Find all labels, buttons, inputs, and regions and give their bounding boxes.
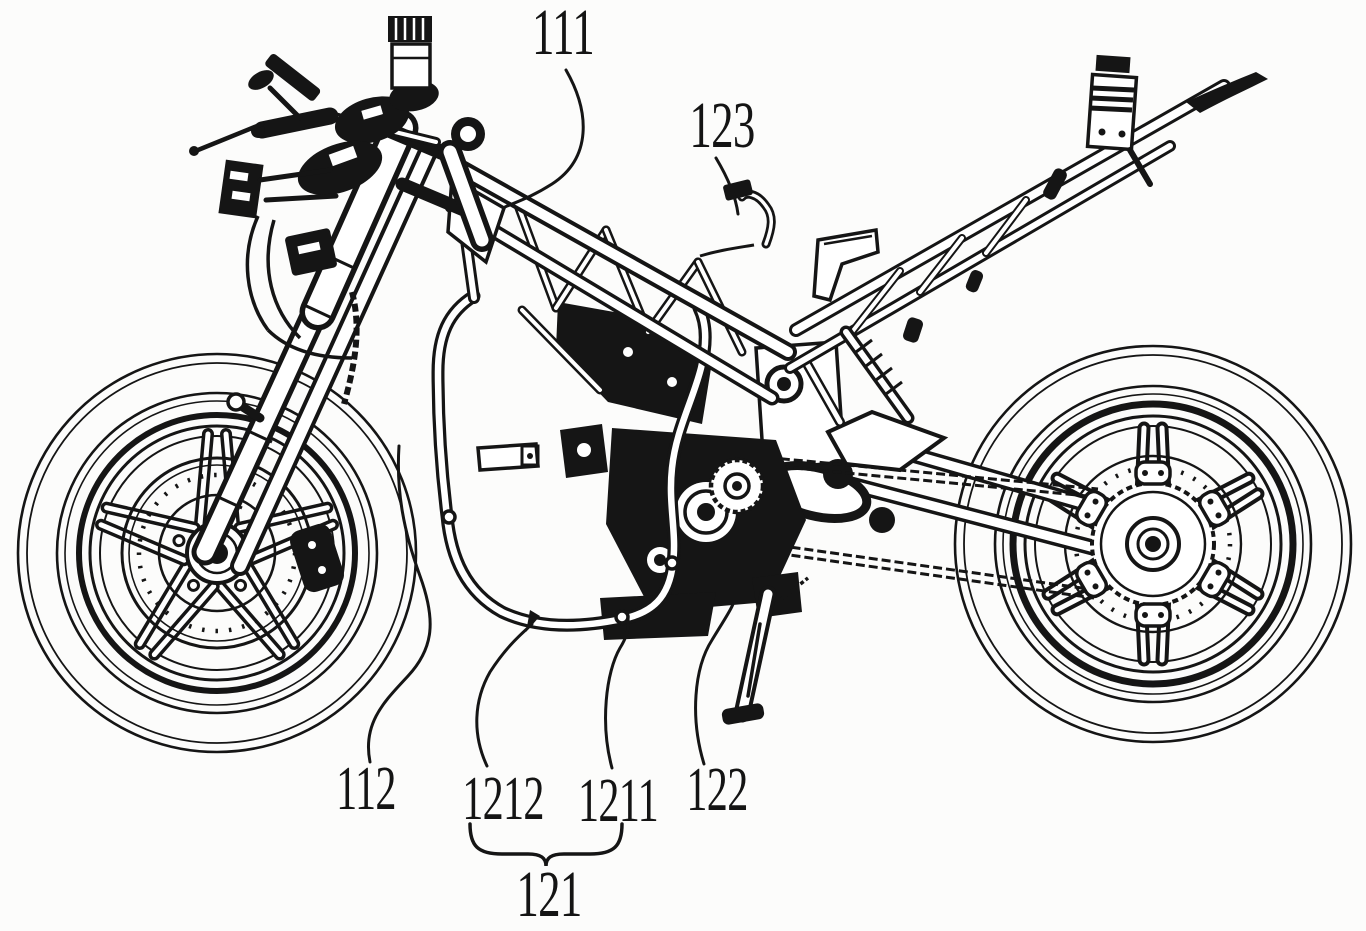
- left-grip: [253, 107, 339, 139]
- handlebar-assembly: [189, 16, 485, 360]
- leader-123: [714, 156, 740, 216]
- ref-label-1211: 1211: [577, 767, 659, 835]
- rear-subframe: [784, 54, 1268, 427]
- seat-bracket: [812, 227, 880, 303]
- fork-reflector-bracket: [285, 228, 337, 276]
- ref-label-112: 112: [336, 755, 396, 823]
- leader-122: [694, 602, 735, 766]
- ref-label-1212: 1212: [462, 765, 544, 833]
- leader-111: [503, 68, 585, 209]
- rear-shock: [839, 325, 915, 425]
- mirror-stalk: [267, 85, 303, 121]
- wiring-harness: [699, 179, 776, 258]
- front-brake-caliper: [290, 523, 344, 593]
- battery-box: [1085, 54, 1153, 187]
- clutch-lever: [195, 121, 265, 153]
- ref-label-122: 122: [686, 756, 748, 824]
- frame-cradle-loop: [431, 289, 712, 632]
- front-sprocket: [708, 457, 766, 515]
- brace-121: [468, 822, 624, 867]
- leader-1212: [475, 622, 534, 768]
- ref-label-111: 111: [532, 0, 595, 69]
- instrument-plate: [265, 54, 321, 101]
- rear-wheel: [953, 344, 1353, 744]
- leader-1211: [604, 615, 630, 770]
- ecu-box: [218, 159, 264, 219]
- control-cables: [245, 215, 353, 360]
- engine: [556, 302, 806, 640]
- front-fork: [191, 109, 494, 576]
- side-stand: [721, 572, 810, 725]
- filler-cap: [388, 16, 432, 90]
- ref-label-123: 123: [689, 89, 755, 162]
- tail-hook: [1186, 72, 1268, 113]
- ref-label-121: 121: [516, 858, 582, 931]
- main-frame-trellis: [444, 159, 797, 406]
- leader-112: [367, 444, 432, 764]
- rear-sprocket-hub: [1071, 460, 1235, 628]
- leader-lines: [367, 68, 740, 770]
- leader-1212-arrowhead: [526, 610, 540, 632]
- drive-chain: [739, 453, 1099, 600]
